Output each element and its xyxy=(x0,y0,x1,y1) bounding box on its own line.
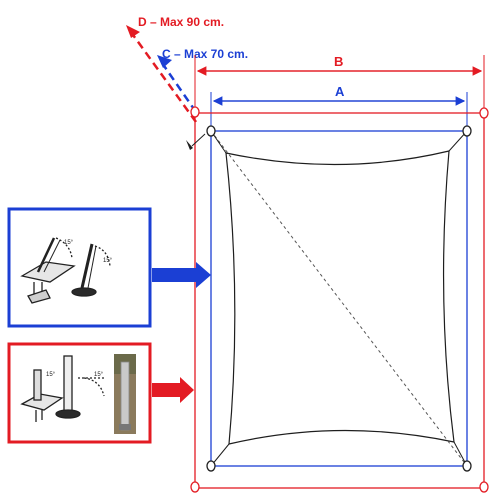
anchor-ring-inner-br xyxy=(462,460,472,472)
post-mount-illustration xyxy=(20,355,105,422)
angle-label-red-2: 15° xyxy=(94,372,104,378)
angle-label-blue-2: 15° xyxy=(103,258,113,264)
anchor-ring-outer-bl xyxy=(190,481,200,493)
tensioner-link xyxy=(191,133,206,147)
diagonal-line xyxy=(210,130,468,467)
tension-line-d xyxy=(126,27,198,123)
angle-label-red-1: 15° xyxy=(46,372,56,378)
label-d-max: D – Max 90 cm. xyxy=(138,15,224,29)
bracket-mount-illustration xyxy=(20,237,111,304)
outer-frame-b xyxy=(194,112,485,489)
label-dim-b: B xyxy=(334,54,343,69)
inner-frame-a xyxy=(210,130,468,467)
anchor-ring-outer-tl xyxy=(190,106,200,118)
tension-line-c xyxy=(158,59,198,113)
post-photo xyxy=(114,354,136,434)
anchor-ring-inner-tl xyxy=(206,125,216,137)
angle-label-blue-1: 15° xyxy=(64,240,74,246)
wall-mount-bracket-inset xyxy=(7,207,152,328)
blue-pointer-arrow xyxy=(152,262,211,288)
anchor-ring-outer-tr xyxy=(479,107,489,119)
arrow-c-head xyxy=(157,55,172,68)
anchor-ring-inner-bl xyxy=(206,460,216,472)
anchor-ring-inner-tr xyxy=(462,125,472,137)
label-c-max: C – Max 70 cm. xyxy=(162,47,248,61)
arrow-d-head xyxy=(126,25,140,38)
red-pointer-arrow xyxy=(152,377,194,403)
anchor-ring-outer-br xyxy=(479,481,489,493)
tensioner-icon xyxy=(186,140,193,150)
label-dim-a: A xyxy=(335,84,345,99)
